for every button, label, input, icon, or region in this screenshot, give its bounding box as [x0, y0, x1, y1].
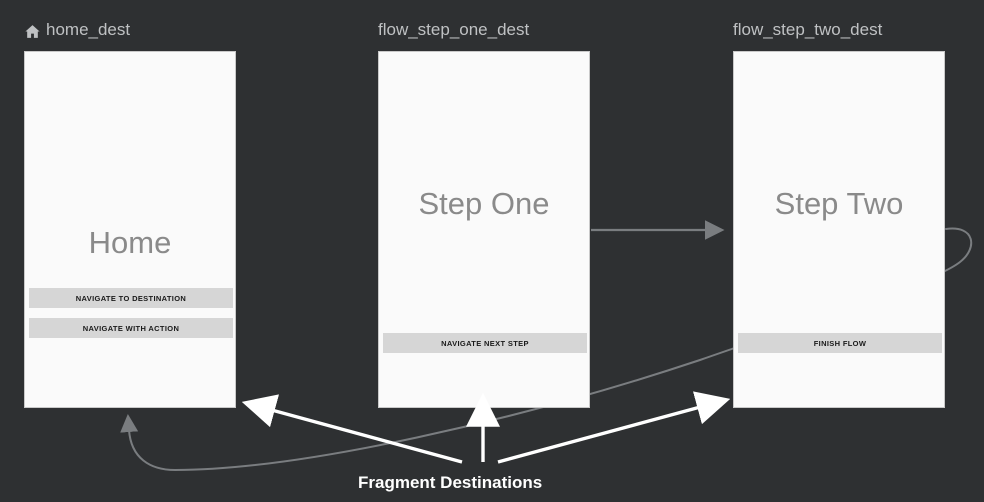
button-navigate-to-destination[interactable]: NAVIGATE TO DESTINATION — [29, 288, 233, 308]
callout-arrow-to-flow-step-two-dest — [497, 391, 731, 464]
card-title: Step One — [418, 186, 550, 221]
destination-label-text: flow_step_one_dest — [378, 20, 530, 39]
destination-label-flow-step-two-dest: flow_step_two_dest — [733, 20, 882, 40]
card-title: Home — [88, 225, 172, 260]
button-navigate-with-action[interactable]: NAVIGATE WITH ACTION — [29, 318, 233, 338]
destination-label-home-dest: home_dest — [24, 20, 130, 40]
destination-card-home-dest[interactable]: Home NAVIGATE TO DESTINATION NAVIGATE WI… — [24, 51, 236, 408]
annotation-fragment-destinations: Fragment Destinations — [358, 473, 543, 492]
destination-card-flow-step-one-dest[interactable]: Step One NAVIGATE NEXT STEP — [378, 51, 590, 408]
callout-arrow-to-home-dest — [241, 394, 463, 464]
destination-label-text: flow_step_two_dest — [733, 20, 883, 39]
button-finish-flow[interactable]: FINISH FLOW — [738, 333, 942, 353]
destination-label-text: home_dest — [46, 20, 131, 39]
destination-card-flow-step-two-dest[interactable]: Step Two FINISH FLOW — [733, 51, 945, 408]
card-title: Step Two — [774, 186, 904, 221]
button-navigate-next-step[interactable]: NAVIGATE NEXT STEP — [383, 333, 587, 353]
destination-label-flow-step-one-dest: flow_step_one_dest — [378, 20, 529, 40]
home-icon — [24, 23, 41, 40]
